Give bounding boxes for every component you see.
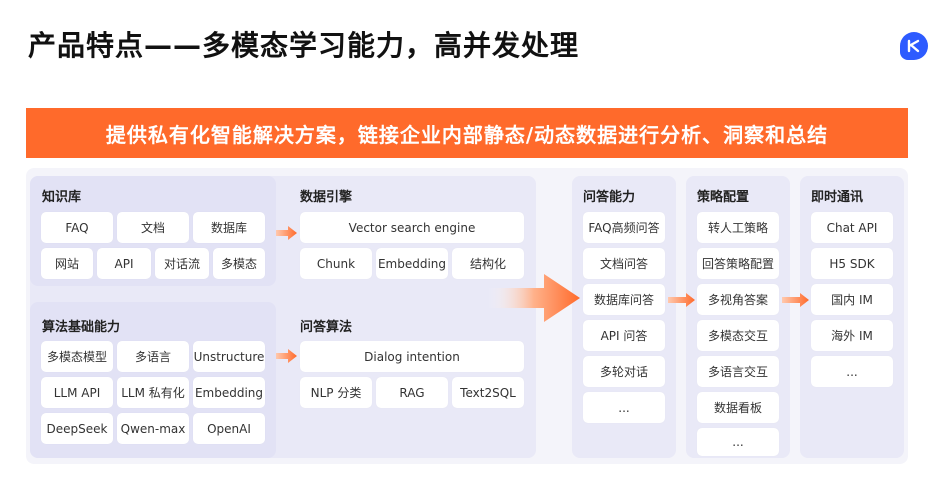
banner: 提供私有化智能解决方案，链接企业内部静态/动态数据进行分析、洞察和总结	[26, 108, 908, 158]
engine-item: Chunk	[300, 248, 372, 279]
im-item: Chat API	[811, 212, 893, 243]
kb-item: API	[97, 248, 151, 279]
brand-logo-icon	[900, 32, 928, 60]
arrow-right-icon	[782, 293, 809, 307]
data-engine-title: 数据引擎	[300, 190, 353, 205]
algo-item: 多语言	[117, 341, 189, 372]
algorithm-base-title: 算法基础能力	[42, 320, 121, 335]
kb-item: 网站	[41, 248, 93, 279]
strategy-item: 多模态交互	[697, 320, 779, 351]
kb-item: 对话流	[155, 248, 209, 279]
kb-item: 数据库	[193, 212, 265, 243]
banner-text: 提供私有化智能解决方案，链接企业内部静态/动态数据进行分析、洞察和总结	[105, 122, 829, 147]
algo-item: 多模态模型	[41, 341, 113, 372]
qa-ability-item: 数据库问答	[583, 284, 665, 315]
qa-algo-item: RAG	[376, 377, 448, 408]
qa-ability-title: 问答能力	[583, 190, 636, 205]
arrow-right-icon	[668, 293, 695, 307]
qa-ability-item: FAQ高频问答	[583, 212, 665, 243]
qa-ability-item: 多轮对话	[583, 356, 665, 387]
strategy-item: 多视角答案	[697, 284, 779, 315]
qa-ability-item: 文档问答	[583, 248, 665, 279]
algo-item: Embedding	[193, 377, 265, 408]
qa-ability-item: ...	[583, 392, 665, 423]
qa-algorithm-title: 问答算法	[300, 320, 353, 335]
instant-messaging-title: 即时通讯	[811, 190, 864, 205]
kb-item: FAQ	[41, 212, 113, 243]
algo-item: OpenAI	[193, 413, 265, 444]
im-item: ...	[811, 356, 893, 387]
engine-item: Vector search engine	[300, 212, 524, 243]
strategy-item: 回答策略配置	[697, 248, 779, 279]
kb-item: 多模态	[213, 248, 265, 279]
engine-item: 结构化	[452, 248, 524, 279]
strategy-item: 多语言交互	[697, 356, 779, 387]
engine-item: Embedding	[376, 248, 448, 279]
im-item: H5 SDK	[811, 248, 893, 279]
algo-item: LLM 私有化	[117, 377, 189, 408]
qa-ability-item: API 问答	[583, 320, 665, 351]
algo-item: LLM API	[41, 377, 113, 408]
im-item: 海外 IM	[811, 320, 893, 351]
kb-item: 文档	[117, 212, 189, 243]
algo-item: DeepSeek	[41, 413, 113, 444]
qa-algo-item: Dialog intention	[300, 341, 524, 372]
algo-item: Qwen-max	[117, 413, 189, 444]
page-title: 产品特点——多模态学习能力，高并发处理	[28, 29, 580, 62]
strategy-config-title: 策略配置	[697, 190, 750, 205]
im-item: 国内 IM	[811, 284, 893, 315]
qa-algo-item: Text2SQL	[452, 377, 524, 408]
strategy-item: 数据看板	[697, 392, 779, 423]
qa-algo-item: NLP 分类	[300, 377, 372, 408]
knowledge-base-title: 知识库	[42, 190, 82, 205]
arrow-right-icon	[276, 226, 297, 240]
arrow-right-icon	[276, 349, 297, 363]
strategy-item: ...	[697, 428, 779, 456]
strategy-item: 转人工策略	[697, 212, 779, 243]
big-arrow-right-icon	[488, 274, 580, 322]
algo-item: Unstructure	[193, 341, 265, 372]
